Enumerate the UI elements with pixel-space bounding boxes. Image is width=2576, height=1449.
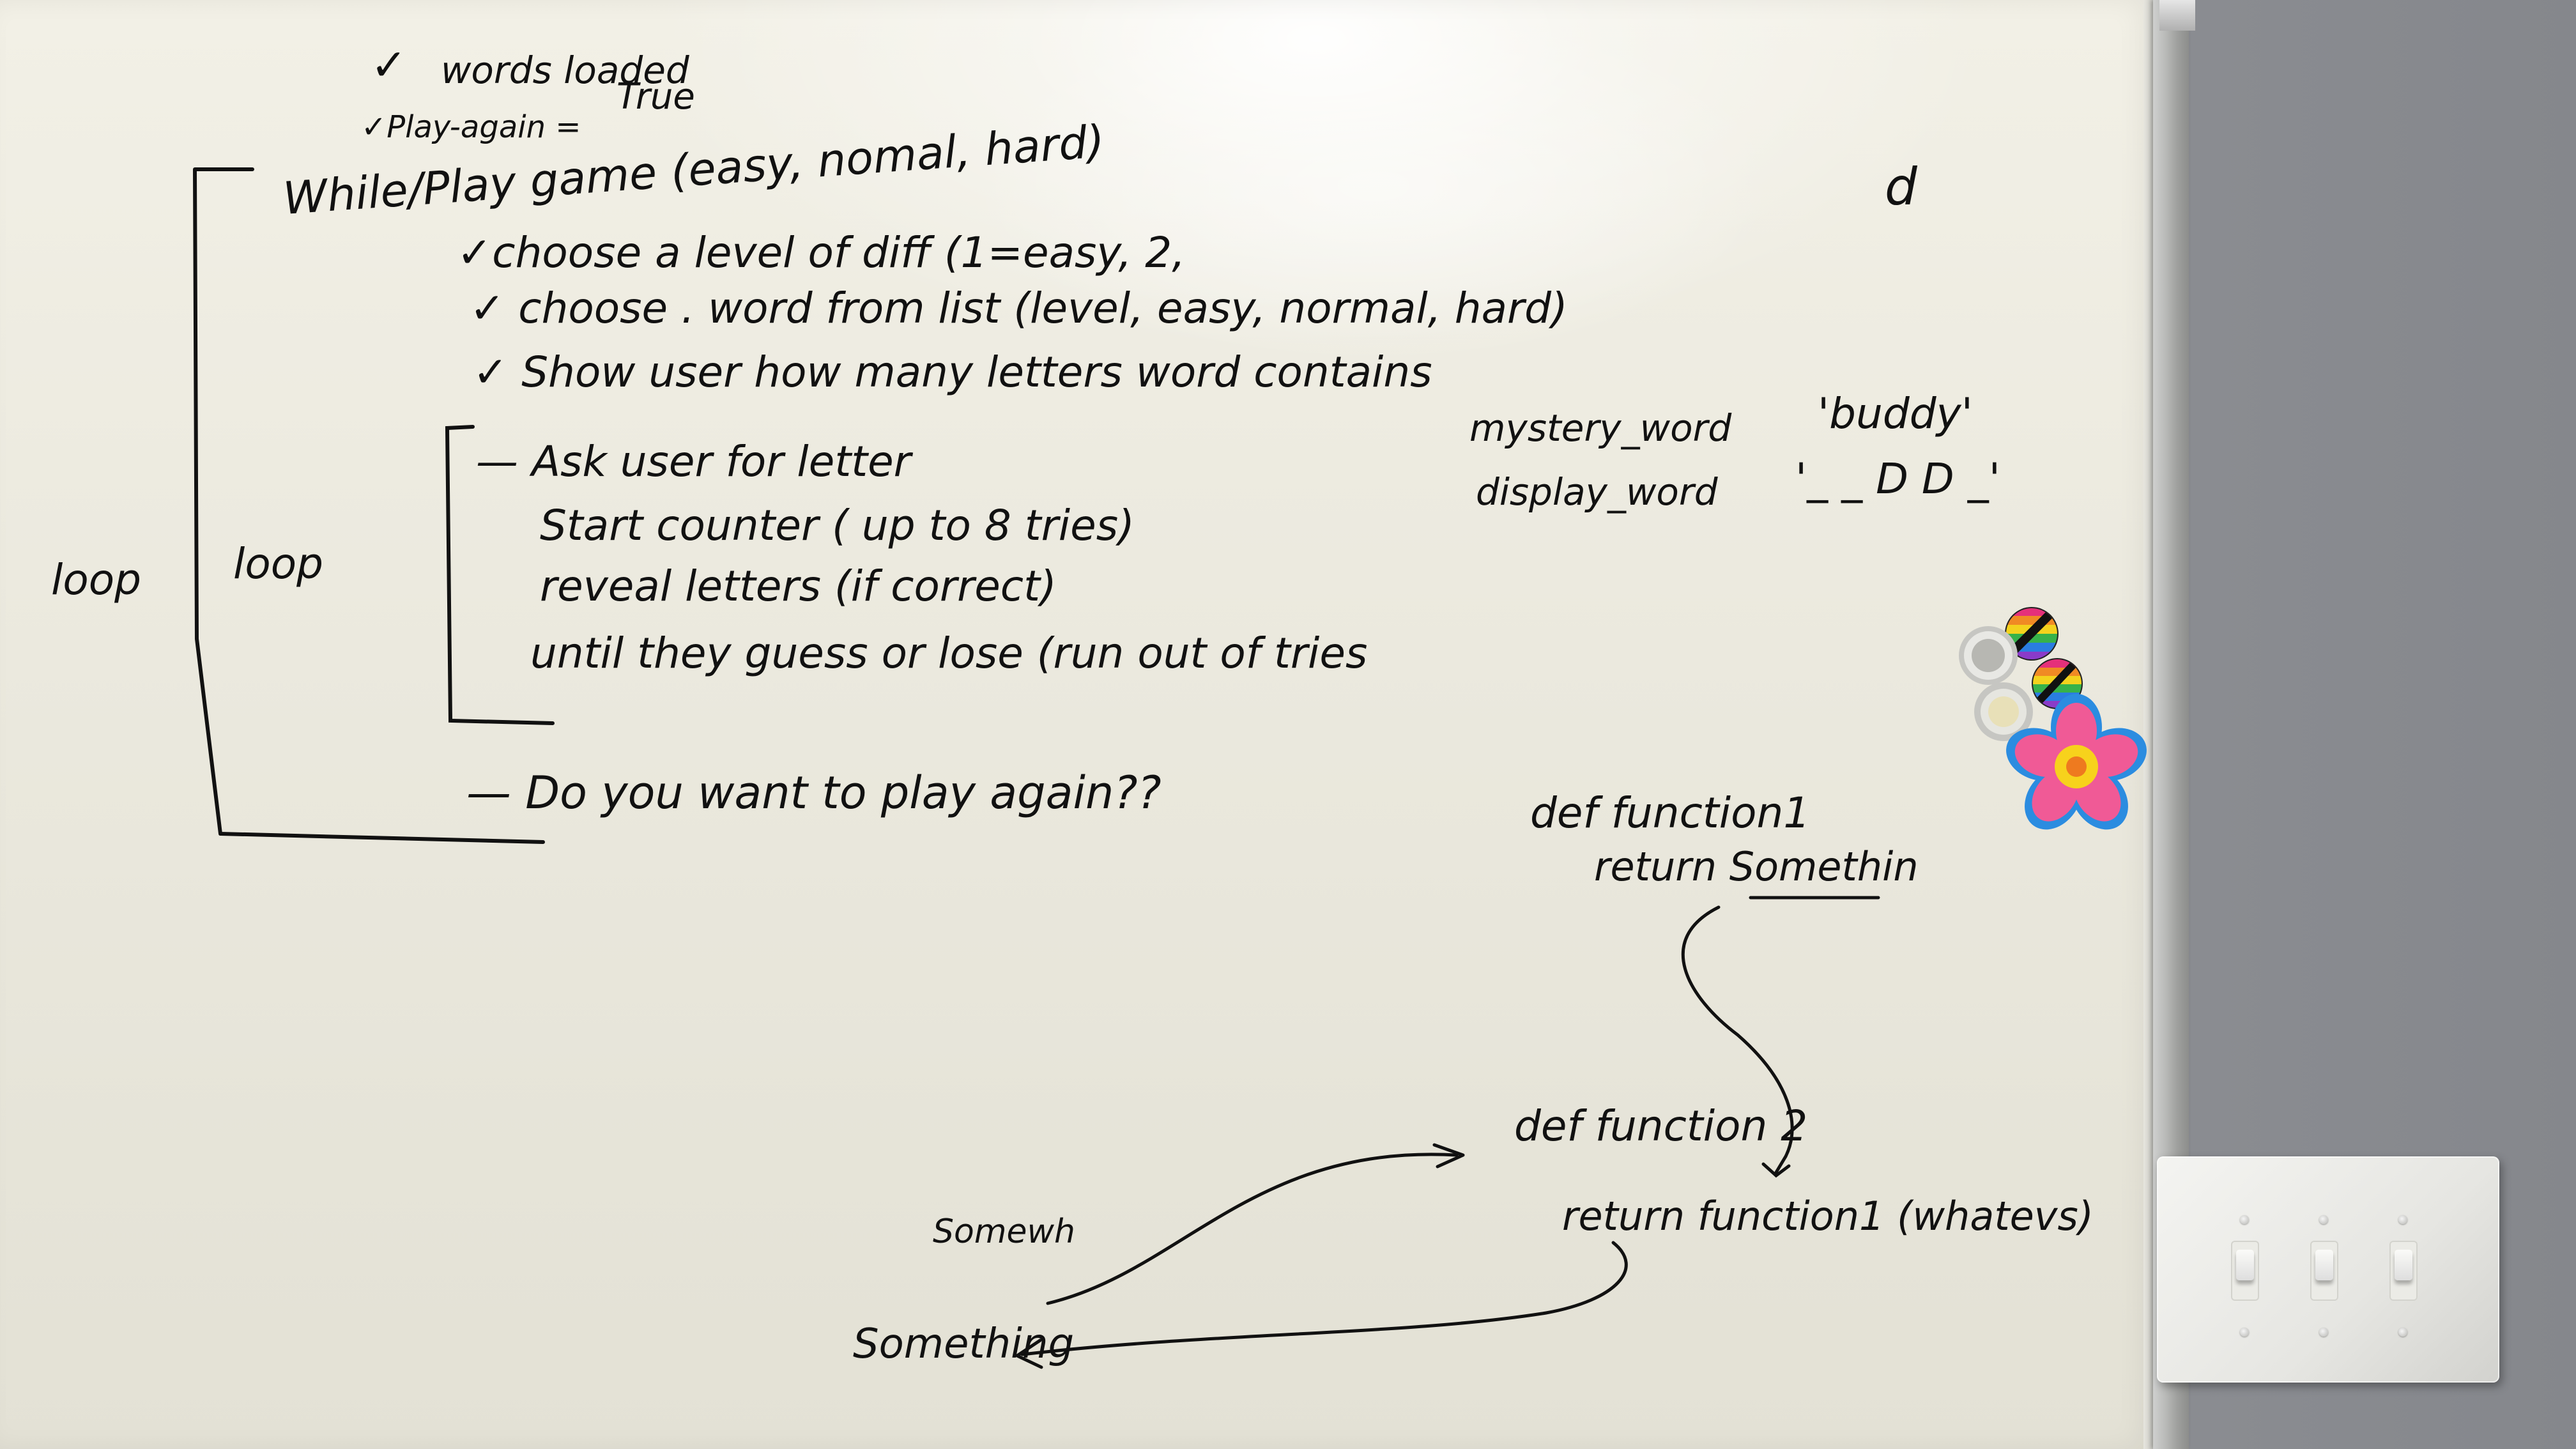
whiteboard-frame-lip	[2143, 0, 2154, 1449]
note-play-again-question: — Do you want to play again??	[466, 767, 1162, 819]
screw-icon	[2398, 1328, 2407, 1337]
note-reveal-letters: reveal letters (if correct)	[540, 562, 1057, 611]
note-words-loaded: words loaded	[441, 49, 690, 92]
arrow-curve-function1	[1681, 905, 1794, 1174]
light-switch-plate	[2157, 1156, 2499, 1383]
toggle-lever-icon	[2236, 1250, 2254, 1280]
note-true: True	[617, 76, 695, 118]
value-display-word: '_ _ D D _'	[1795, 454, 2000, 503]
note-ask-user: — Ask user for letter	[476, 437, 914, 486]
label-loop-outer: loop	[51, 555, 141, 604]
letter-d: d	[1885, 157, 1918, 217]
arrow-to-function2	[1046, 1153, 1459, 1305]
note-start-counter: Start counter ( up to 8 tries)	[540, 501, 1135, 550]
value-mystery-word: 'buddy'	[1818, 389, 1973, 438]
toggle-lever-icon	[2395, 1250, 2412, 1280]
magnet-cluster	[1959, 607, 2147, 830]
label-loop-inner: loop	[233, 539, 323, 588]
label-something: Something	[853, 1321, 1074, 1368]
screw-icon	[2319, 1215, 2328, 1224]
outer-loop-bracket	[193, 167, 545, 844]
label-display-word: display_word	[1476, 470, 1719, 514]
note-choose-level: ✓choose a level of diff (1=easy, 2,	[457, 228, 1185, 277]
arrow-head-2	[1432, 1143, 1465, 1169]
arrow-head-1	[1761, 1162, 1791, 1178]
toggle-switch-3[interactable]	[2389, 1241, 2418, 1301]
note-def-function1: def function1	[1530, 788, 1810, 838]
note-return-something: return Somethin	[1594, 843, 1919, 890]
note-choose-word: ✓ choose . word from list (level, easy, …	[470, 284, 1568, 333]
arrow-head-3	[1015, 1338, 1043, 1369]
toggle-lever-icon	[2315, 1250, 2333, 1280]
toggle-switch-2[interactable]	[2310, 1241, 2338, 1301]
screw-icon	[2398, 1215, 2407, 1224]
silver-ring-magnet-icon	[1959, 626, 2033, 741]
note-show-user: ✓ Show user how many letters word contai…	[473, 348, 1432, 397]
inner-loop-bracket	[445, 425, 555, 725]
label-somewhere: Somewh	[933, 1213, 1075, 1251]
whiteboard	[0, 0, 2153, 1449]
label-mystery-word: mystery_word	[1469, 406, 1732, 450]
check-mark: ✓	[371, 40, 407, 91]
screw-icon	[2240, 1328, 2249, 1337]
note-return-function1: return function1 (whatevs)	[1562, 1193, 2094, 1239]
arrow-to-something	[1020, 1241, 1628, 1356]
note-until: until they guess or lose (run out of tri…	[530, 629, 1367, 678]
flower-magnet-icon	[2006, 694, 2147, 830]
note-def-function2: def function 2	[1514, 1101, 1807, 1151]
screw-icon	[2319, 1328, 2328, 1337]
note-play-again: ✓Play-again =	[361, 109, 581, 145]
toggle-switch-1[interactable]	[2231, 1241, 2259, 1301]
screw-icon	[2240, 1215, 2249, 1224]
whiteboard-frame-corner	[2159, 0, 2195, 31]
